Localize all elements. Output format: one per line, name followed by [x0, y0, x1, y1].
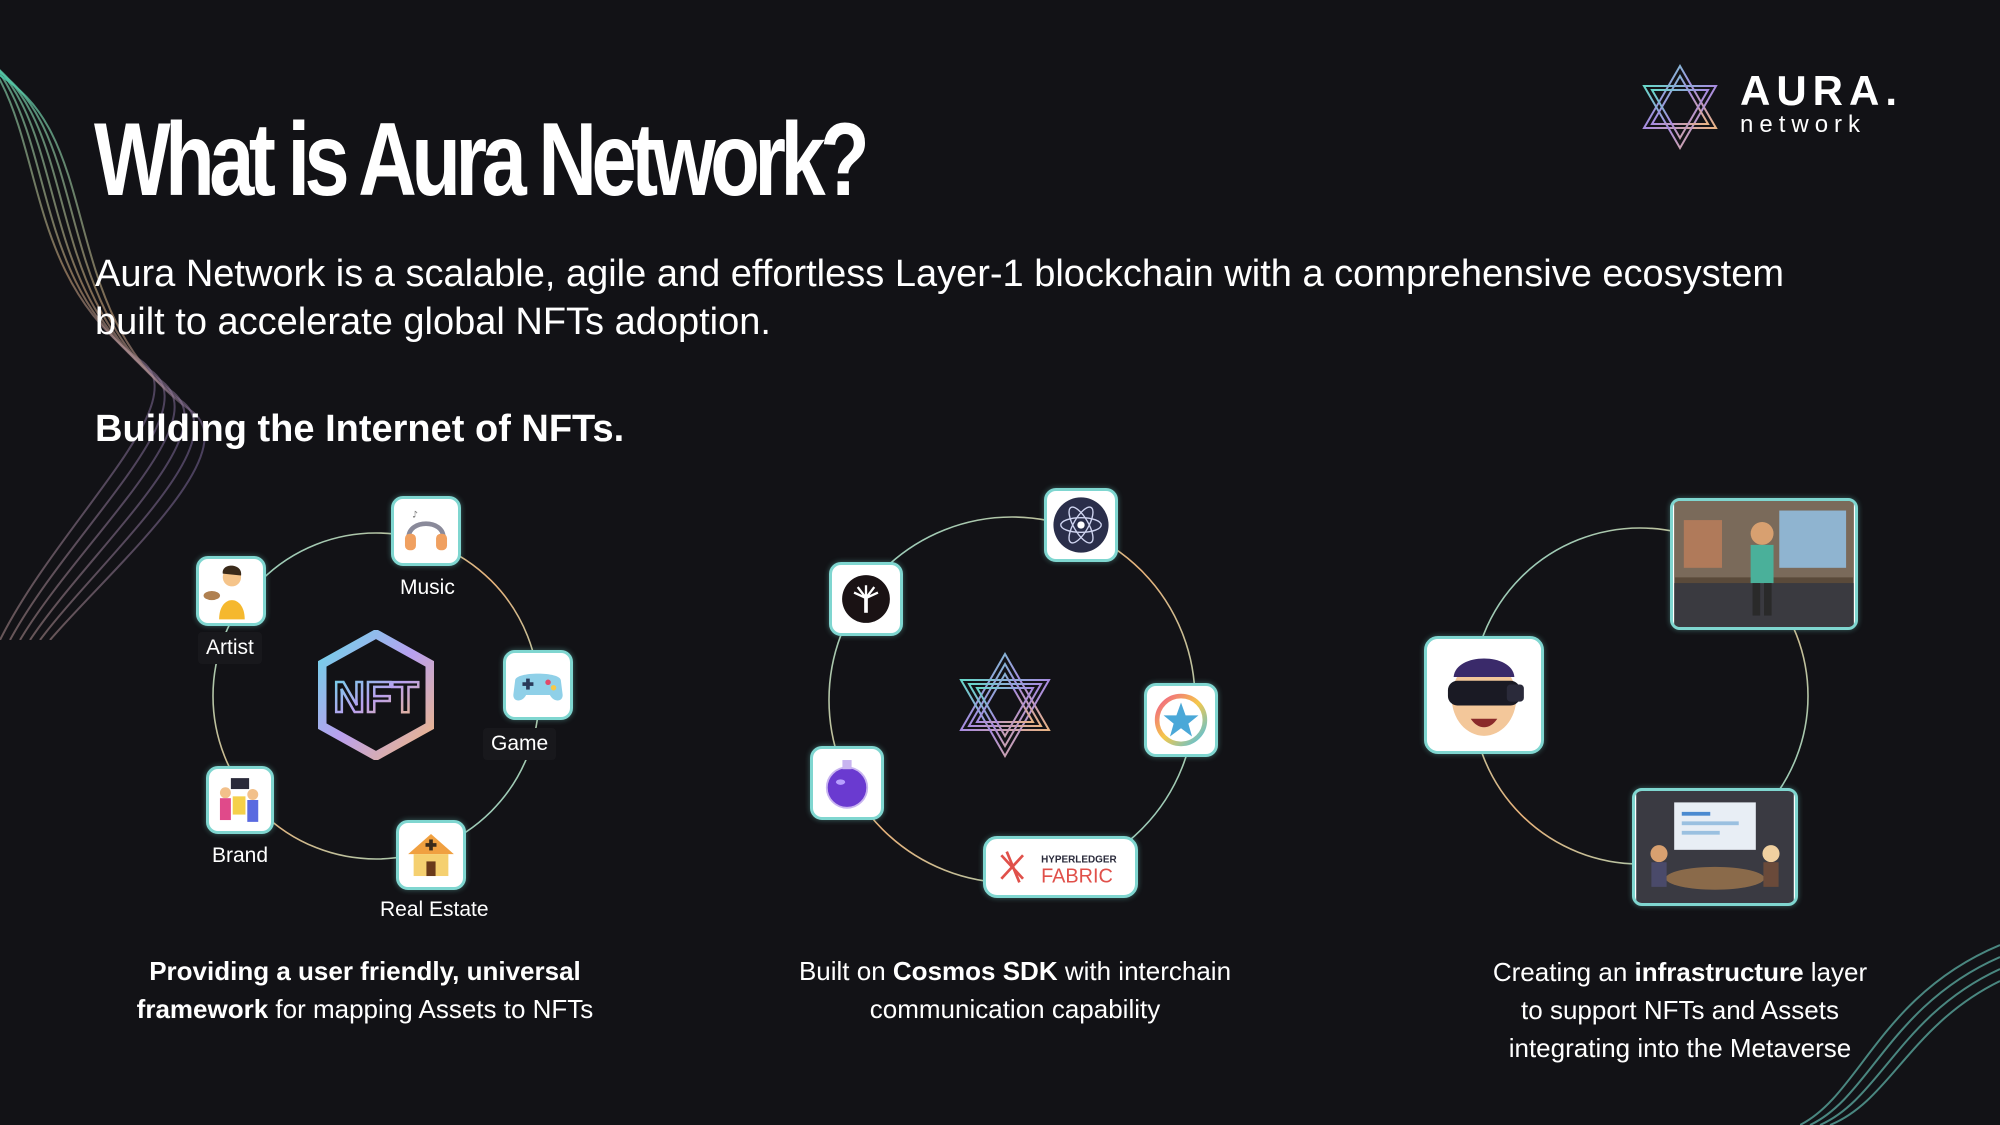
hyperledger-fabric-tile[interactable]: HYPERLEDGER FABRIC — [983, 836, 1138, 898]
svg-text:HYPERLEDGER: HYPERLEDGER — [1041, 854, 1117, 865]
page-title: What is Aura Network? — [94, 102, 870, 218]
music-label: Music — [400, 576, 455, 599]
svg-text:NFT: NFT — [333, 673, 419, 722]
real-estate-label: Real Estate — [380, 898, 489, 921]
potion-chain-tile[interactable] — [810, 746, 884, 820]
panel2-caption: Built on Cosmos SDK with interchain comm… — [745, 952, 1285, 1028]
hyperledger-fabric-logo: HYPERLEDGER FABRIC — [1000, 851, 1117, 887]
music-tile[interactable]: ♪ — [391, 496, 461, 566]
panel3-caption-post: layer — [1803, 957, 1868, 987]
logo-name: AURA. — [1740, 67, 1903, 114]
metaverse-room-tile[interactable] — [1670, 498, 1858, 630]
panel1-caption: Providing a user friendly, universal fra… — [90, 952, 640, 1028]
palm-chain-tile[interactable] — [829, 562, 903, 636]
metaverse-room-scene — [1674, 501, 1854, 627]
headphones-icon: ♪ — [404, 510, 448, 551]
logo-sub: network — [1740, 111, 1867, 138]
metaverse-meeting-tile[interactable] — [1632, 788, 1798, 906]
section-subtitle: Building the Internet of NFTs. — [95, 408, 625, 450]
svg-text:FABRIC: FABRIC — [1041, 865, 1113, 887]
house-icon — [408, 833, 454, 877]
panel3-caption-pre: Creating an — [1492, 957, 1635, 987]
aura-star-logo-icon — [1642, 64, 1718, 150]
brand-tile[interactable] — [206, 766, 274, 834]
page-description: Aura Network is a scalable, agile and ef… — [95, 253, 1785, 343]
panel2-caption-bold: Cosmos SDK — [892, 956, 1058, 986]
panel1-caption-bold2: framework — [136, 994, 269, 1024]
palm-tree-icon — [842, 575, 890, 623]
gamepad-icon — [513, 673, 563, 701]
artist-tile[interactable] — [196, 556, 266, 626]
panel2-caption-line2: communication capability — [869, 994, 1161, 1024]
panel3-caption-bold: infrastructure — [1634, 957, 1804, 987]
svg-text:♪: ♪ — [412, 510, 418, 520]
aura-center-logo-icon — [959, 652, 1051, 758]
nft-hexagon-icon: NFT — [318, 630, 434, 760]
aura-network-logo: AURA. network — [1638, 62, 1897, 152]
star-chain-tile[interactable] — [1144, 683, 1218, 757]
brand-label: Brand — [212, 844, 269, 867]
cosmos-atom-icon — [1053, 497, 1109, 553]
rainbow-star-icon — [1154, 693, 1208, 747]
artist-label: Artist — [198, 632, 262, 664]
real-estate-tile[interactable] — [396, 820, 466, 890]
panel3-caption: Creating an infrastructure layer to supp… — [1445, 953, 1915, 1067]
metaverse-meeting-scene — [1636, 791, 1794, 903]
panel3-caption-line2: to support NFTs and Assets — [1521, 995, 1839, 1025]
panel1-caption-rest: for mapping Assets to NFTs — [268, 994, 594, 1024]
potion-flask-icon — [825, 760, 869, 809]
panel1-caption-bold1: Providing a user friendly, universal — [149, 956, 581, 986]
panel2-caption-pre: Built on — [798, 956, 893, 986]
panel3-caption-line3: integrating into the Metaverse — [1508, 1033, 1852, 1063]
cosmos-tile[interactable] — [1044, 488, 1118, 562]
vr-avatar-tile[interactable] — [1424, 636, 1544, 754]
vr-headset-avatar-icon — [1427, 639, 1541, 751]
artist-icon — [203, 565, 245, 620]
panel2-caption-post: with interchain — [1057, 956, 1232, 986]
game-label: Game — [483, 728, 557, 760]
game-tile[interactable] — [503, 650, 573, 720]
brand-icon — [219, 778, 259, 822]
